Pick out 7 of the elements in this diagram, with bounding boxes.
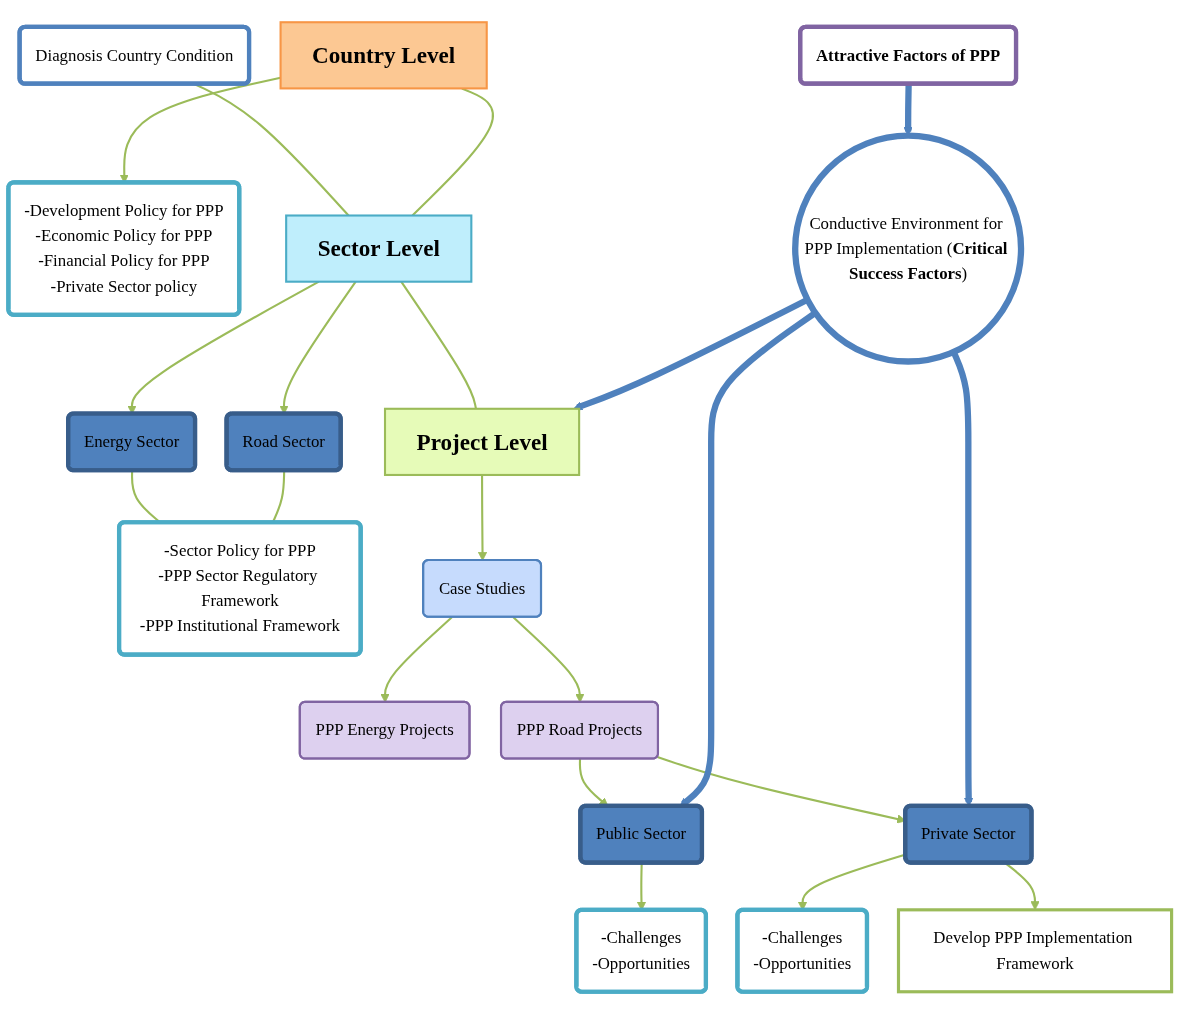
arrow	[477, 474, 488, 561]
node-circle: Conductive Environment for PPP Implementation (Critical Success Factors)	[792, 132, 1025, 365]
connector	[400, 281, 477, 409]
node-box: Country Level	[279, 21, 488, 90]
node-box: Project Level	[383, 407, 581, 476]
node-box: Sector Level	[285, 214, 473, 283]
node-box: Develop PPP Implementation Framework	[896, 908, 1174, 994]
